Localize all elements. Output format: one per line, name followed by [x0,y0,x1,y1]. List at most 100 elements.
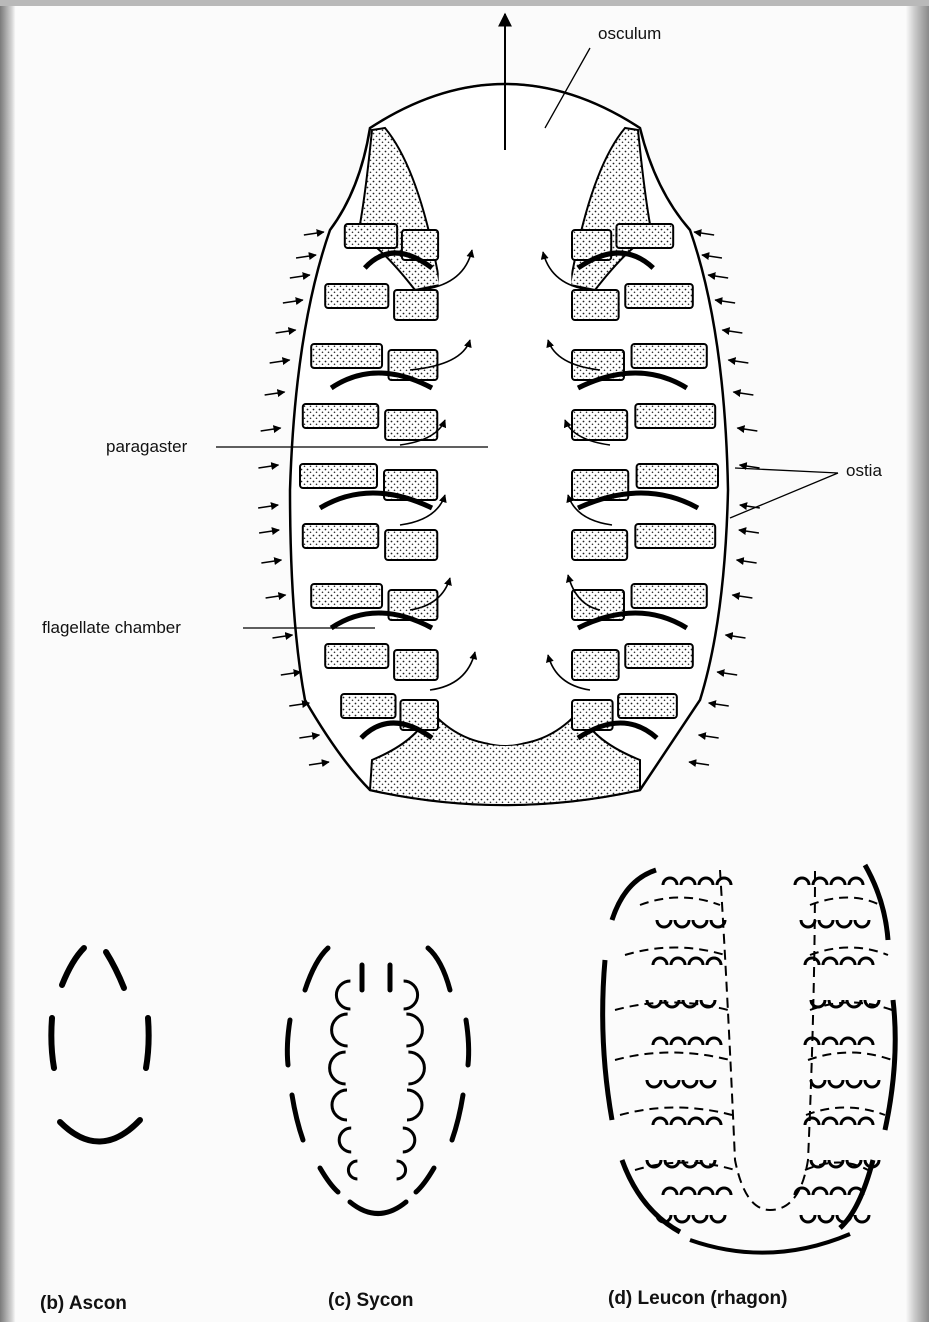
inflow-arrow [258,465,278,468]
wall-block [394,650,438,680]
sycon-chamber [397,1161,406,1179]
leucon-chamber [717,878,731,885]
wall-block [625,644,693,668]
wall-block [385,410,437,440]
wall-block [394,290,438,320]
leucon-chamber [647,1000,661,1007]
wall-block [632,344,707,368]
wall-block [300,464,377,488]
inflow-arrow [740,465,760,468]
leucon-chamber [841,958,855,965]
wall-block [572,290,619,320]
inflow-arrow [733,392,753,395]
paragaster-cavity [435,130,575,745]
sycon-diagram [287,948,468,1214]
leucon-chamber [855,920,869,927]
wall-block [572,650,619,680]
inflow-arrow [281,672,301,675]
leucon-chamber [795,878,809,885]
wall-block [618,694,677,718]
leucon-chamber [665,1000,679,1007]
sycon-chamber [407,1090,422,1120]
inflow-arrow [261,428,281,431]
leucon-chamber [847,1000,861,1007]
leucon-chamber [801,920,815,927]
leucon-chamber [831,878,845,885]
inflow-arrow [715,300,735,303]
sycon-chamber [336,981,350,1009]
leucon-chamber [829,1080,843,1087]
ostia-label: ostia [846,461,882,481]
inflow-arrow [737,428,757,431]
sycon-chamber [348,1161,357,1179]
inflow-arrow [728,360,748,363]
leucon-chamber [813,878,827,885]
sycon-chamber [332,1014,348,1046]
leucon-chamber [693,1215,707,1222]
flagellate-chamber-label: flagellate chamber [42,618,181,638]
sycon-flagellate-chambers [330,981,425,1179]
wall-block [385,530,437,560]
inflow-arrow [694,232,714,235]
leucon-chamber [707,1038,721,1045]
leucon-chamber [819,920,833,927]
leucon-chamber [663,878,677,885]
wall-block [341,694,395,718]
inflow-arrow [699,735,719,738]
inflow-arrow [722,330,742,333]
leucon-chamber [859,958,873,965]
leucon-chamber [823,958,837,965]
wall-block [345,224,397,248]
sycon-chamber [339,1128,351,1152]
sycon-chamber [404,981,418,1009]
leucon-chamber [841,1118,855,1125]
leucon-chamber [849,878,863,885]
leucon-chamber [831,1188,845,1195]
leucon-chamber [701,1160,715,1167]
leucon-chamber [859,1038,873,1045]
wall-block [303,524,378,548]
inflow-arrow [261,560,281,563]
inflow-arrow [702,255,722,258]
inflow-arrow [726,635,746,638]
leucon-chamber [653,958,667,965]
leucon-chamber [699,1188,713,1195]
sycon-chamber [406,1014,422,1046]
leucon-chamber [805,958,819,965]
leucon-chamber [865,1000,879,1007]
wall-block [625,284,693,308]
leucon-chamber [665,1080,679,1087]
leucon-chamber [681,1188,695,1195]
inflow-arrow [276,330,296,333]
sycon-caption: (c) Sycon [328,1290,414,1312]
inflow-arrow [299,735,319,738]
ascon-caption: (b) Ascon [40,1293,127,1315]
leucon-chamber [675,1215,689,1222]
leucon-chamber [811,1160,825,1167]
wall-block [572,530,627,560]
wall-block [637,464,718,488]
leucon-chamber [671,1038,685,1045]
leucon-flagellate-chambers [647,878,879,1222]
leucon-chamber [805,1038,819,1045]
leucon-chamber [663,1188,677,1195]
inflow-arrow [296,255,316,258]
leucon-chamber [689,1038,703,1045]
leucon-chamber [805,1118,819,1125]
leucon-chamber [647,1160,661,1167]
leucon-caption: (d) Leucon (rhagon) [608,1288,787,1310]
inflow-arrow [272,635,292,638]
sycon-chamber [408,1052,424,1084]
leucon-chamber [711,1215,725,1222]
ascon-diagram [51,948,148,1142]
wall-block [311,344,382,368]
inflow-arrow [283,300,303,303]
leucon-chamber [671,958,685,965]
inflow-arrow [717,672,737,675]
paragaster-label: paragaster [106,437,187,457]
leucon-chamber [683,1080,697,1087]
leucon-chamber [829,1000,843,1007]
sycon-chamber [332,1090,347,1120]
leucon-chamber [693,920,707,927]
